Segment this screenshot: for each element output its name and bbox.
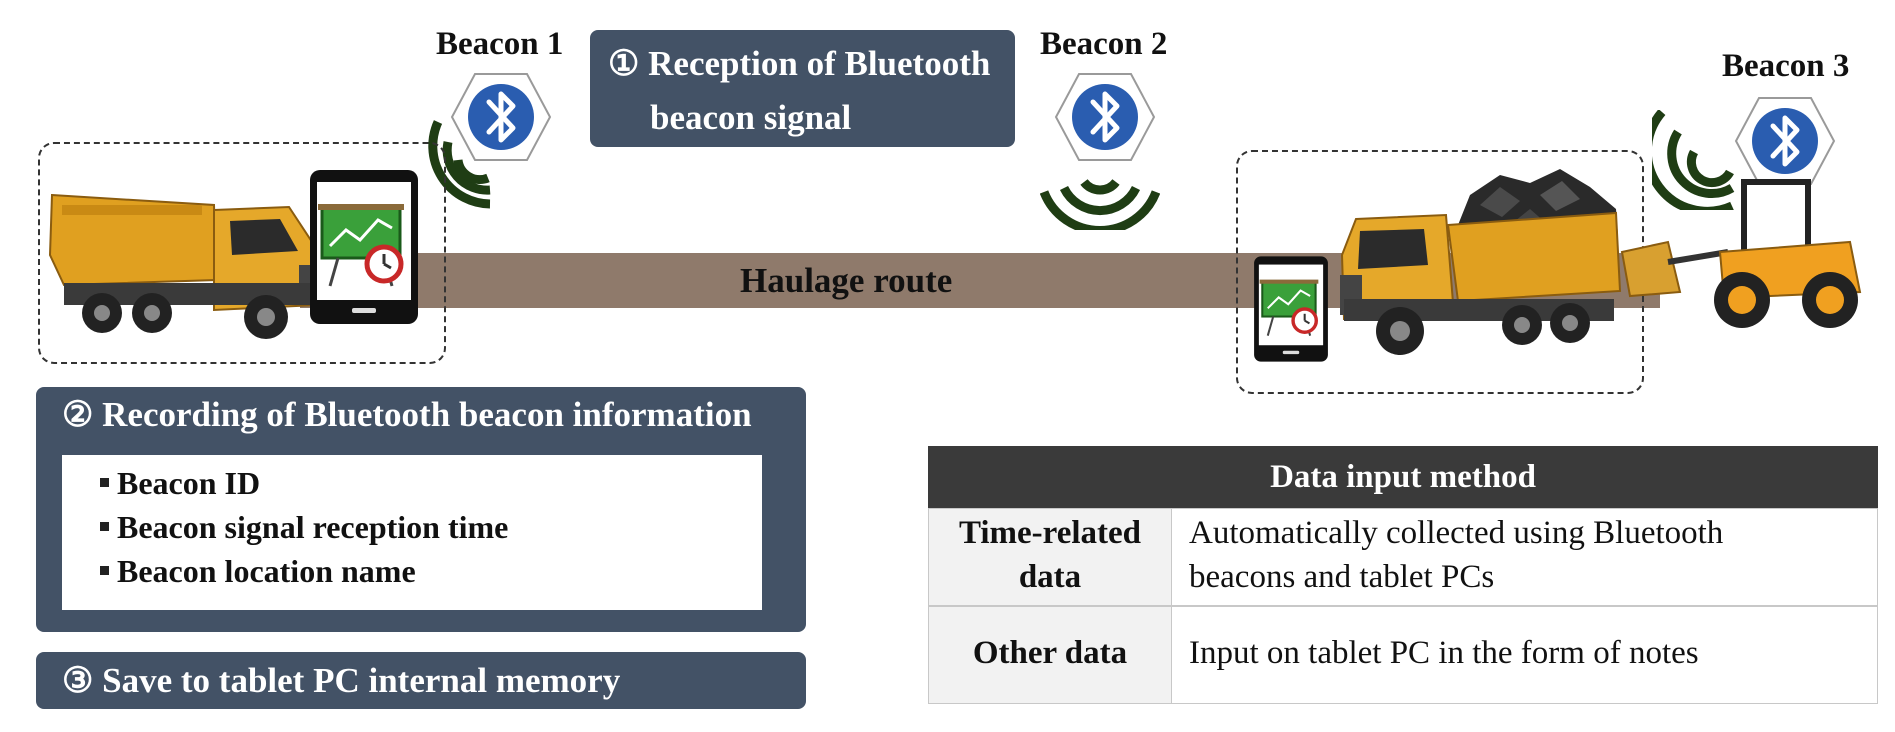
- recording-step-title: ② Recording of Bluetooth beacon informat…: [62, 395, 752, 434]
- bullet-icon: [100, 478, 109, 488]
- signal-waves-icon: [428, 120, 491, 209]
- list-item: Beacon signal reception time: [100, 509, 508, 546]
- bluetooth-icon: [1054, 73, 1156, 161]
- row-label-line2: data: [1018, 559, 1082, 595]
- bullet-icon: [100, 566, 109, 576]
- signal-waves-icon: [1652, 110, 1735, 210]
- tablet-chart-icon: [1254, 256, 1328, 362]
- wheel-loader-icon: [1620, 179, 1862, 328]
- beacon-2-label: Beacon 2: [1040, 26, 1168, 62]
- list-item: Beacon ID: [100, 465, 260, 502]
- row-label-line1: Other data: [972, 635, 1128, 671]
- truck-tablet-group-left: [38, 142, 446, 364]
- list-item-label: Beacon signal reception time: [117, 509, 509, 545]
- table-row: Time-related data Automatically collecte…: [928, 508, 1878, 606]
- signal-waves-icon: [1040, 179, 1160, 230]
- bluetooth-icon: [1734, 97, 1836, 185]
- row-value-line1: Input on tablet PC in the form of notes: [1189, 635, 1699, 671]
- recorded-info-list: Beacon ID Beacon signal reception time B…: [62, 455, 762, 610]
- beacon-1-label: Beacon 1: [436, 26, 564, 62]
- row-label-cell: Other data: [929, 607, 1172, 703]
- row-label-line1: Time-related: [958, 515, 1142, 551]
- bullet-icon: [100, 522, 109, 532]
- reception-step-line1: ① Reception of Bluetooth: [608, 44, 991, 83]
- list-item-label: Beacon location name: [117, 553, 416, 589]
- reception-step-line2: beacon signal: [650, 98, 852, 137]
- dump-truck-icon: [1340, 211, 1622, 355]
- beacon-3-label: Beacon 3: [1722, 48, 1850, 84]
- haulage-route-label: Haulage route: [740, 261, 953, 300]
- save-step-title: ③ Save to tablet PC internal memory: [62, 661, 621, 700]
- bluetooth-icon: [450, 73, 552, 161]
- row-value-line1: Automatically collected using Bluetooth: [1189, 515, 1724, 551]
- table-header: Data input method: [928, 446, 1878, 508]
- row-label-cell: Time-related data: [929, 509, 1172, 605]
- dump-truck-icon: [48, 193, 319, 339]
- recording-step-box: ② Recording of Bluetooth beacon informat…: [36, 387, 806, 632]
- table-row: Other data Input on tablet PC in the for…: [928, 606, 1878, 704]
- list-item-label: Beacon ID: [117, 465, 261, 501]
- row-value-line2: beacons and tablet PCs: [1189, 559, 1495, 595]
- reception-step-box: ① Reception of Bluetooth beacon signal: [590, 30, 1015, 147]
- list-item: Beacon location name: [100, 553, 416, 590]
- tablet-chart-icon: [310, 170, 418, 324]
- save-step-box: ③ Save to tablet PC internal memory: [36, 652, 806, 709]
